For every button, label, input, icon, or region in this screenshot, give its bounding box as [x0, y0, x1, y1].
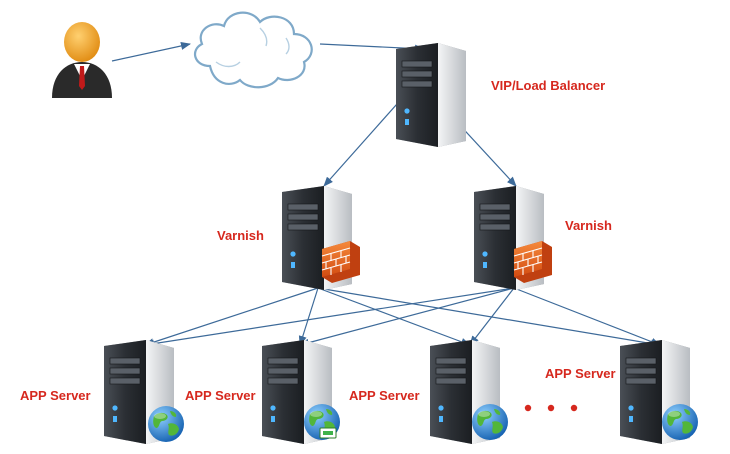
connector-varnish2-to-app1 — [144, 287, 515, 348]
varnish-server-1-icon — [281, 185, 361, 291]
connector-varnish1-to-app4 — [317, 287, 661, 348]
connector-varnish2-to-app4 — [513, 287, 661, 346]
ellipsis-dots — [524, 404, 578, 412]
varnish-server-2-icon — [473, 185, 553, 291]
connector-lines — [111, 42, 661, 348]
app-server-3-label: APP Server — [349, 388, 420, 403]
globe-icon — [472, 404, 508, 440]
app-server-4-label: APP Server — [545, 366, 616, 381]
internet-cloud-icon — [193, 11, 313, 89]
app-server-3-icon — [429, 339, 508, 445]
globe-icon — [662, 404, 698, 440]
connector-lb-to-varnish1 — [323, 94, 406, 187]
globe-icon — [304, 404, 340, 440]
connector-varnish2-to-app2 — [299, 287, 515, 347]
connector-varnish1-to-app1 — [144, 287, 319, 346]
user-person-icon — [52, 22, 112, 98]
connector-varnish1-to-app3 — [317, 287, 471, 346]
varnish-1-label: Varnish — [217, 228, 264, 243]
load-balancer-server-icon — [395, 42, 467, 148]
load-balancer-label: VIP/Load Balancer — [491, 78, 606, 93]
app-server-2-label: APP Server — [185, 388, 256, 403]
app-server-2-icon — [261, 339, 340, 445]
app-server-1-label: APP Server — [20, 388, 91, 403]
app-server-1-icon — [103, 339, 184, 445]
globe-icon — [148, 406, 184, 442]
varnish-2-label: Varnish — [565, 218, 612, 233]
app-server-4-icon — [619, 339, 698, 445]
connector-varnish2-to-app3 — [469, 287, 515, 346]
connector-varnish1-to-app2 — [298, 287, 319, 346]
connector-user-to-internet — [111, 42, 191, 62]
